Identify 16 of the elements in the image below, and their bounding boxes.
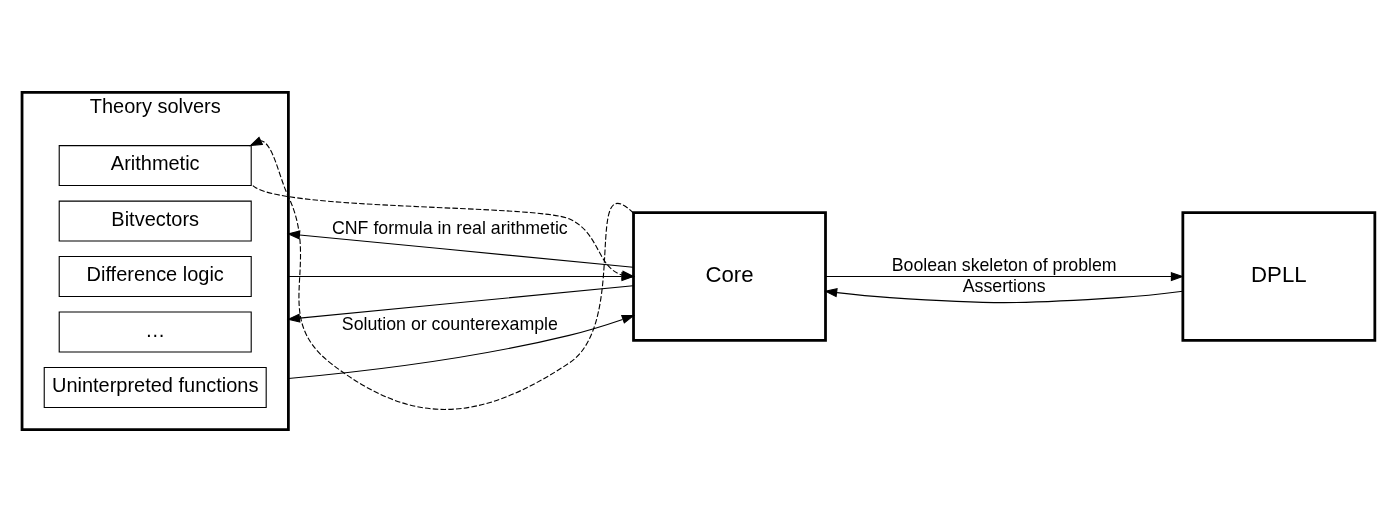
arrow [823, 287, 1184, 303]
node-box: Bitvectors [58, 200, 252, 242]
node-box: Core [632, 210, 827, 342]
node-box: Uninterpreted functions [43, 366, 267, 408]
arrow [287, 314, 636, 379]
edge-label: Assertions [962, 275, 1046, 296]
node-box: Arithmetic [58, 144, 252, 186]
node-box: DPLL [1181, 210, 1377, 342]
arrow [286, 284, 634, 323]
edge-label: Boolean skeleton of problem [891, 254, 1117, 275]
node-box: Difference logic [58, 255, 252, 297]
arrow [825, 271, 1185, 281]
edge-label: CNF formula in real arithmetic [331, 217, 568, 238]
arrow [286, 229, 634, 268]
node-box: … [58, 311, 252, 353]
edge-label: Solution or counterexample [341, 313, 558, 334]
